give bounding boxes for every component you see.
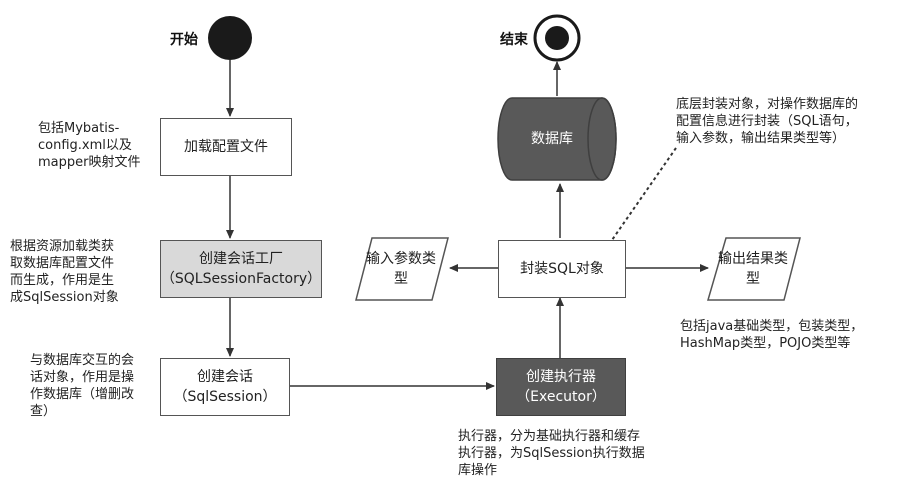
- session-factory-sublabel: （SQLSessionFactory）: [160, 271, 322, 287]
- executor-label: 创建执行器: [526, 369, 596, 385]
- output-type-label: 输出结果类 型: [712, 249, 794, 289]
- input-type-parallelogram: [355, 237, 449, 301]
- start-node: [208, 16, 252, 60]
- input-type-line1: 输入参数类: [366, 251, 436, 267]
- database-cylinder: [497, 97, 617, 181]
- note-output: 包括java基础类型，包装类型， HashMap类型，POJO类型等: [680, 319, 864, 351]
- start-label: 开始: [170, 32, 198, 48]
- input-type-line2: 型: [394, 271, 408, 287]
- session-sublabel: （SqlSession）: [173, 389, 277, 405]
- database-label: 数据库: [531, 131, 573, 147]
- output-type-parallelogram: [707, 237, 801, 301]
- note-factory: 根据资源加载类获 取数据库配置文件 而生成，作用是生 成SqlSession对象: [10, 239, 119, 305]
- load-config-box: 加载配置文件: [160, 118, 292, 176]
- output-type-line2: 型: [746, 271, 760, 287]
- note-config: 包括Mybatis- config.xml以及 mapper映射文件: [38, 121, 141, 170]
- session-box: 创建会话 （SqlSession）: [160, 358, 290, 416]
- session-factory-box: 创建会话工厂 （SQLSessionFactory）: [160, 240, 322, 298]
- end-label: 结束: [500, 32, 528, 48]
- executor-box: 创建执行器 （Executor）: [496, 358, 626, 416]
- session-factory-label: 创建会话工厂: [199, 251, 283, 267]
- sql-object-label: 封装SQL对象: [520, 261, 604, 277]
- end-node-inner: [545, 26, 569, 50]
- note-sql-object: 底层封装对象，对操作数据库的 配置信息进行封装（SQL语句， 输入参数，输出结果…: [676, 97, 859, 146]
- note-session: 与数据库交互的会 话对象，作用是操 作数据库（增删改 查）: [30, 353, 135, 419]
- input-type-label: 输入参数类 型: [360, 249, 442, 289]
- note-executor: 执行器，分为基础执行器和缓存 执行器，为SqlSession执行数据 库操作: [458, 429, 645, 478]
- session-label: 创建会话: [197, 369, 253, 385]
- output-type-line1: 输出结果类: [718, 251, 788, 267]
- sql-object-box: 封装SQL对象: [498, 240, 626, 298]
- executor-sublabel: （Executor）: [516, 389, 606, 405]
- load-config-label: 加载配置文件: [184, 139, 268, 155]
- dotted-note-connector: [611, 147, 677, 241]
